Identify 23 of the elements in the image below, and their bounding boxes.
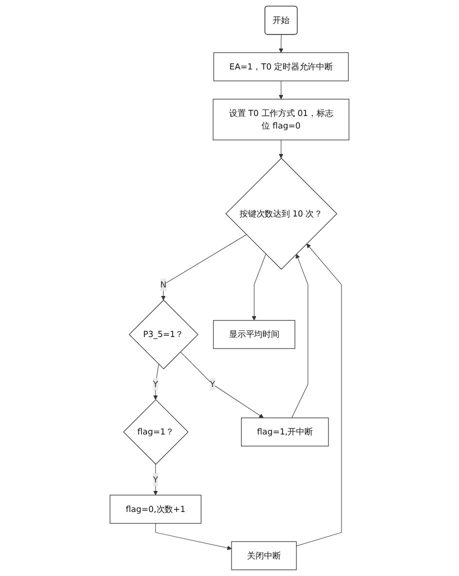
arrow (296, 244, 342, 546)
arrow (291, 254, 308, 418)
arrow (278, 140, 284, 158)
node-diamond: P3_5=1？ (128, 300, 198, 370)
node-box: EA=1，T0 定时器允许中断 (213, 52, 349, 82)
node-box: flag=1,开中断 (241, 418, 329, 446)
arrow (153, 364, 159, 400)
node-box: 显示平均时间 (213, 320, 296, 349)
edge-label: N (160, 279, 166, 290)
node-box: 关闭中断 (231, 541, 297, 570)
arrow (278, 80, 284, 100)
edge-label: Y (210, 379, 216, 389)
arrow (161, 234, 247, 300)
arrow (278, 34, 284, 53)
edge-label: Y (153, 379, 158, 389)
arrow (252, 254, 266, 321)
node-box: flag=0,次数+1 (110, 494, 202, 524)
arrow (155, 523, 232, 550)
node-diamond: 按键次数达到 10 次？ (225, 158, 338, 270)
node-box: 设置 T0 工作方式 01，标志位 flag=0 (212, 98, 350, 140)
node-diamond: flag=1？ (123, 399, 189, 465)
edge-label: Y (153, 474, 158, 484)
arrow (180, 352, 264, 418)
